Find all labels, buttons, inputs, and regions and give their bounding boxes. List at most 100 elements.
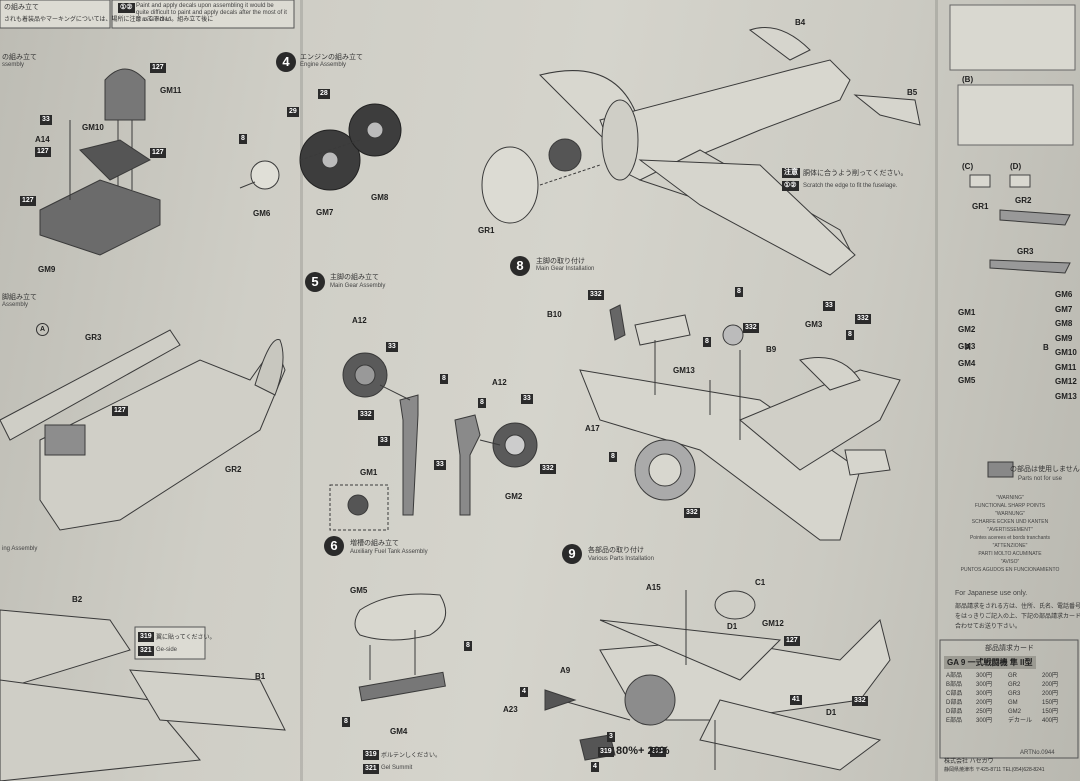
step-number: 4 — [276, 52, 296, 72]
part-label: A12 — [352, 316, 367, 325]
jp-info: 部品請求をされる方は、住所、氏名、電話番号 — [955, 604, 1080, 610]
card-title: 部品請求カード — [985, 645, 1034, 652]
note-text: ボルテンしください。 — [381, 753, 442, 759]
part-label: GM3 — [805, 320, 823, 329]
warning-list: "WARNING"FUNCTIONAL SHARP POINTS"WARNUNG… — [945, 494, 1075, 574]
gm-part-label: GM7 — [1055, 304, 1073, 314]
part-number: 8 — [464, 641, 472, 651]
table-cell: 200円 — [1042, 682, 1059, 688]
paint-icon: ①② — [118, 3, 135, 13]
kit-name: GA 9 一式戦闘機 隼 II型 — [944, 656, 1036, 669]
part-number: 8 — [440, 374, 448, 384]
table-cell: 300円 — [976, 682, 993, 688]
part-number: 127 — [112, 406, 128, 416]
part-label: C1 — [755, 578, 766, 587]
part-label: A9 — [560, 666, 571, 675]
japanese-only: For Japanese use only. — [955, 590, 1028, 597]
part-number: 127 — [20, 196, 36, 206]
step-title-jp: 主脚の取り付け — [536, 258, 585, 265]
sprue-label: B — [1043, 343, 1049, 352]
table-cell: 300円 — [976, 718, 993, 724]
step-title-jp: エンジンの組み立て — [300, 54, 363, 61]
gm-part-label: GM9 — [1055, 333, 1073, 343]
color-mix-note: 80%+ 20% — [616, 745, 670, 757]
note-text: 翼に貼ってください。 — [156, 635, 216, 641]
part-number: 29 — [287, 107, 299, 117]
gm-part-label: GM3 — [958, 342, 976, 351]
step-title-en: ssembly — [2, 62, 25, 68]
part-label: B9 — [766, 345, 777, 354]
part-label: A23 — [503, 705, 518, 714]
table-cell: GM2 — [1008, 709, 1022, 715]
fuselage-note-jp: 胴体に合うよう削ってください。 — [803, 170, 908, 177]
part-number: 33 — [386, 342, 398, 352]
gm-part-label: GM6 — [1055, 290, 1073, 299]
step-title-jp: 主脚の組み立て — [330, 274, 379, 281]
part-number: 3 — [607, 732, 615, 742]
part-label: GM8 — [371, 193, 389, 202]
gm-part-label: GM2 — [958, 325, 976, 334]
part-number: 8 — [342, 717, 350, 727]
part-label: GM4 — [390, 727, 408, 736]
part-label: B2 — [72, 595, 83, 604]
warning-text: "AVISO" — [1000, 559, 1020, 565]
part-number: 8 — [609, 452, 617, 462]
warning-text: SCHARFE ECKEN UND KANTEN — [971, 519, 1049, 525]
warning-text: "WARNUNG" — [995, 511, 1025, 517]
paper-fold — [935, 0, 938, 781]
table-cell: 200円 — [1042, 673, 1059, 679]
table-cell: 200円 — [1042, 691, 1059, 697]
paint-icon: ①② — [782, 181, 799, 191]
table-cell: 150円 — [1042, 709, 1059, 715]
step-title-en: Various Parts Installation — [588, 556, 654, 562]
part-label: B4 — [795, 18, 806, 27]
table-cell: 300円 — [976, 691, 993, 697]
fuselage-note-en: Scratch the edge to fit the fuselage. — [803, 183, 898, 189]
table-cell: 250円 — [976, 709, 993, 715]
table-cell: 200円 — [976, 700, 993, 706]
part-label: GM7 — [316, 208, 334, 217]
paper-fold — [300, 0, 303, 781]
table-cell: B部品 — [946, 682, 963, 688]
gm-part-label: GM1 — [958, 308, 976, 317]
table-cell: GR — [1008, 673, 1017, 679]
table-cell: D部品 — [946, 700, 963, 706]
part-number: 4 — [591, 762, 599, 772]
caution-icon: 注意 — [782, 168, 800, 178]
note-icon: 319 — [138, 632, 154, 642]
step-title-jp: 脚組み立て — [2, 294, 37, 301]
part-number: 33 — [823, 301, 835, 311]
step-number: 8 — [510, 256, 530, 276]
step-title-en: Main Gear Installation — [536, 266, 595, 272]
part-number: 127 — [784, 636, 800, 646]
part-number: 33 — [378, 436, 390, 446]
part-label: GR1 — [972, 202, 989, 211]
part-label: GM6 — [253, 209, 271, 218]
warning-text: PUNTOS AGUDOS EN FUNCIONAMIENTO — [960, 567, 1060, 573]
part-number: 127 — [150, 63, 166, 73]
warning-text: "ATTENZIONE" — [992, 543, 1028, 549]
part-number: 332 — [358, 410, 374, 420]
part-label: GM2 — [505, 492, 523, 501]
jp-info: 合わせてお送り下さい。 — [955, 624, 1021, 630]
table-cell: A部品 — [946, 673, 963, 679]
part-number: 8 — [239, 134, 247, 144]
part-label: A15 — [646, 583, 661, 592]
part-label: GM11 — [160, 86, 182, 95]
warning-text: "AVERTISSEMENT" — [987, 527, 1033, 533]
part-label: GM10 — [82, 123, 104, 132]
not-use-en: Parts not for use — [1018, 476, 1063, 482]
part-number: 33 — [40, 115, 52, 125]
header-text: されも着装品やマーキングについては、場所に注意って下さい。組み立て後に — [4, 17, 214, 23]
part-number: 127 — [35, 147, 51, 157]
color-code: 319 — [598, 747, 614, 757]
part-label: D1 — [727, 622, 738, 631]
table-cell: GM — [1008, 700, 1018, 706]
note-icon: 321 — [363, 764, 379, 774]
step-title-jp: 各部品の取り付け — [588, 547, 644, 554]
table-cell: E部品 — [946, 718, 963, 724]
